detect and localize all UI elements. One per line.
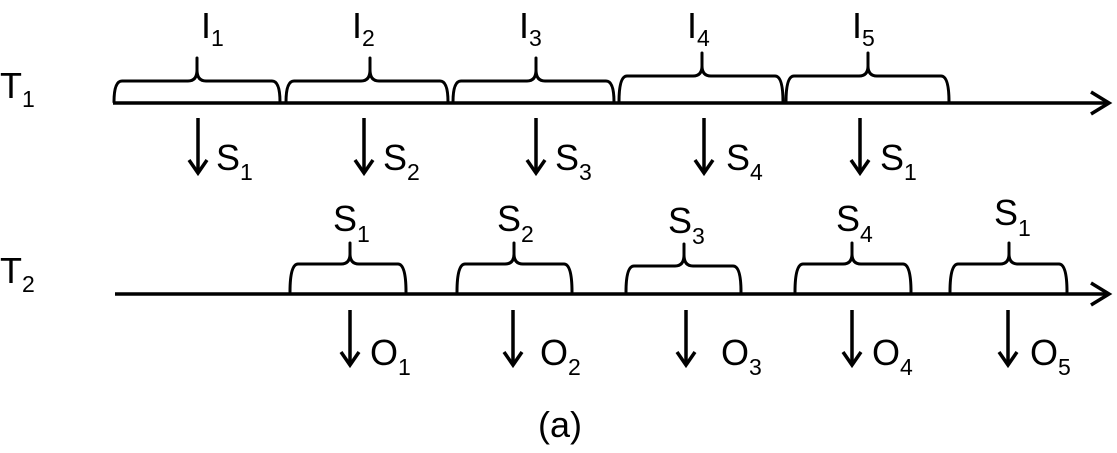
down-arrow-t2-5 xyxy=(997,310,1019,369)
timeline-t1: T1 I1 I2 I3 I4 I5 S1 S2 S3 xyxy=(0,5,1113,185)
interval-label-t2-5: S1 xyxy=(994,192,1031,241)
figure-caption: (a) xyxy=(538,404,582,445)
output-label-t2-2: O2 xyxy=(540,332,581,380)
brace-t2-1 xyxy=(288,241,408,294)
interval-label-t1-1: I1 xyxy=(201,5,224,51)
output-label-t1-5: S1 xyxy=(880,137,917,185)
timeline-t1-axis-arrowhead xyxy=(1090,90,1113,116)
brace-t1-1 xyxy=(112,56,282,104)
output-label-t1-3: S3 xyxy=(555,137,592,185)
down-arrow-t1-2 xyxy=(353,118,375,177)
timeline-t2-label: T2 xyxy=(0,250,35,297)
brace-t1-3 xyxy=(451,56,616,104)
down-arrow-t2-1 xyxy=(339,310,361,369)
down-arrow-t1-5 xyxy=(849,118,871,177)
timeline-t2: T2 S1 S2 S3 S4 S1 O1 O2 O3 xyxy=(0,192,1113,380)
interval-label-t1-2: I2 xyxy=(352,5,375,51)
brace-t2-4 xyxy=(793,241,913,294)
down-arrow-t2-3 xyxy=(675,310,697,369)
output-label-t1-4: S4 xyxy=(726,137,763,185)
output-label-t1-1: S1 xyxy=(216,137,253,185)
interval-label-t1-5: I5 xyxy=(852,5,875,51)
brace-t1-2 xyxy=(284,56,450,104)
brace-t1-5 xyxy=(784,51,951,104)
output-label-t2-1: O1 xyxy=(370,332,411,380)
interval-label-t2-4: S4 xyxy=(836,198,873,247)
interval-label-t2-2: S2 xyxy=(497,198,534,247)
down-arrow-t2-2 xyxy=(502,310,524,369)
interval-label-t1-3: I3 xyxy=(519,5,542,51)
down-arrow-t2-4 xyxy=(841,310,863,369)
output-label-t2-4: O4 xyxy=(872,332,913,380)
brace-t2-3 xyxy=(624,242,743,294)
interval-label-t1-4: I4 xyxy=(687,5,710,51)
down-arrow-t1-1 xyxy=(187,118,209,177)
interval-label-t2-3: S3 xyxy=(668,200,705,249)
timeline-t2-axis-arrowhead xyxy=(1090,281,1113,307)
down-arrow-t1-4 xyxy=(693,118,715,177)
brace-t2-2 xyxy=(455,241,574,294)
output-label-t1-2: S2 xyxy=(383,137,420,185)
down-arrow-t1-3 xyxy=(525,118,547,177)
output-label-t2-3: O3 xyxy=(721,332,762,380)
output-label-t2-5: O5 xyxy=(1030,332,1071,380)
timeline-t1-label: T1 xyxy=(0,65,35,112)
brace-t1-4 xyxy=(617,51,785,104)
brace-t2-5 xyxy=(948,241,1069,294)
interval-label-t2-1: S1 xyxy=(333,198,370,247)
